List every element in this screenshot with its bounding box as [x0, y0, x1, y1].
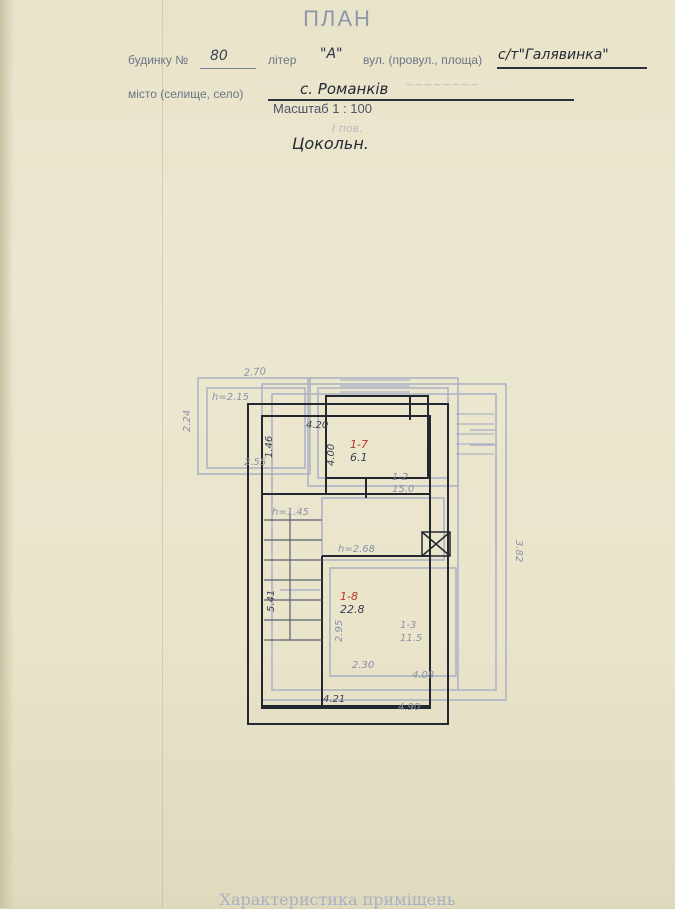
house-number-value: 80	[210, 48, 228, 64]
dark-plan-layer	[247, 395, 449, 725]
bleed-through-text: ~~~~~~~~	[405, 78, 479, 91]
dim-bottom-outer: 4.90	[398, 702, 420, 713]
room-18-area: 22.8	[340, 603, 365, 616]
dimension-labels: 2.70 h=2.15 2.24 2.55 4.20 4.00 1.46 1-7…	[182, 366, 524, 713]
floor-value: Цокольн.	[292, 134, 369, 153]
dim-inner-vertical: 2.95	[334, 620, 345, 642]
street-value: с/т"Галявинка"	[498, 47, 609, 63]
page-edge-shadow	[0, 0, 14, 908]
faint-lower-room	[329, 567, 457, 677]
faint-main-outline	[261, 383, 507, 701]
room-17-area: 6.1	[350, 451, 368, 464]
dim-bottom-right: 4.08	[412, 670, 434, 681]
city-value: с. Романків	[300, 80, 389, 98]
dim-height-left: h=1.45	[272, 507, 309, 518]
room-1-8-wall	[261, 493, 431, 707]
basement-inner-wall	[261, 415, 431, 709]
house-number-label: будинку №	[128, 53, 189, 67]
faint-annex-inner	[206, 387, 306, 469]
room-13-number: 1-3	[400, 620, 416, 631]
faint-annex-room	[197, 377, 311, 475]
dim-stair-width: 1.46	[264, 436, 275, 458]
room-18-number: 1-8	[340, 590, 358, 603]
dim-bottom-main: 4.21	[323, 694, 345, 705]
room-17-number: 1-7	[350, 438, 368, 451]
dim-room17-width: 4.20	[306, 420, 328, 431]
room-1-7-wall	[325, 395, 429, 479]
letter-label: літер	[268, 53, 297, 67]
basement-outer-wall	[247, 403, 449, 725]
letter-value: "А"	[320, 46, 343, 62]
scale-label: Масштаб 1 : 100	[273, 101, 372, 116]
dim-left-wall: 5.41	[266, 590, 277, 612]
dim-height-middle: h=2.68	[338, 544, 375, 555]
footer-heading: Характеристика приміщень	[219, 890, 456, 909]
dim-annex-height: h=2.15	[212, 392, 249, 403]
faint-middle-room	[321, 497, 445, 561]
room-12-number: 1-2	[392, 472, 408, 483]
faint-stairs-right	[340, 379, 494, 455]
dim-room17-height: 4.00	[326, 444, 337, 466]
dim-right-side: 3.82	[513, 540, 524, 562]
furnace-symbol	[421, 531, 451, 557]
faint-plan-layer	[197, 377, 507, 701]
dim-top-annex: 2.70	[243, 366, 266, 379]
faint-main-inner	[271, 393, 497, 691]
house-number-underline	[200, 68, 256, 69]
stairs-left	[264, 510, 322, 641]
fold-line	[162, 0, 163, 908]
room-13-area: 11.5	[400, 633, 422, 644]
floor-ghost: I пов.	[332, 122, 363, 135]
dim-left-side: 2.24	[182, 410, 193, 432]
dim-annex-bottom: 2.55	[244, 457, 266, 468]
street-underline	[497, 67, 647, 69]
city-underline	[268, 99, 574, 101]
city-label: місто (селище, село)	[128, 87, 244, 101]
room-12-area: 15.0	[392, 484, 414, 495]
street-label: вул. (провул., площа)	[363, 53, 483, 67]
dim-inner-bottom: 2.30	[352, 660, 374, 671]
page-title: ПЛАН	[303, 6, 372, 31]
